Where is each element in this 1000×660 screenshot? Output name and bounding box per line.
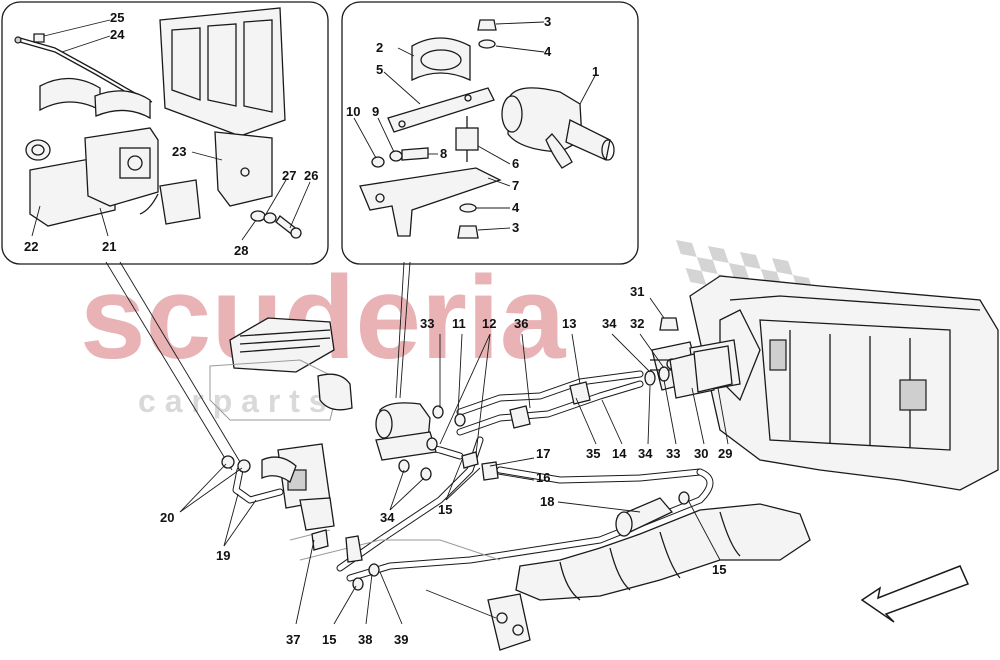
callout-8: 8 [440,146,447,161]
connector-lines [105,261,411,471]
fittings [221,345,733,591]
callout-15-bottom: 15 [322,632,336,647]
callout-1: 1 [592,64,599,79]
callout-38: 38 [358,632,372,647]
inset-right-leaders [353,21,597,231]
callout-4-bottom: 4 [512,200,520,215]
hose-lines [232,370,714,582]
callout-13: 13 [562,316,576,331]
callout-4-top: 4 [544,44,552,59]
callout-11: 11 [452,316,466,331]
callout-25: 25 [110,10,124,25]
callout-24: 24 [110,27,125,42]
callout-5: 5 [376,62,383,77]
inset-right-callouts: 3 2 4 5 1 10 9 8 6 7 4 3 [346,14,599,235]
callout-33-lower: 33 [666,446,680,461]
callout-32: 32 [630,316,644,331]
front-direction-arrow-icon [860,565,970,623]
callout-36: 36 [514,316,528,331]
main-leaders [179,297,729,625]
main-callouts: 31 33 11 12 36 13 34 32 35 14 34 33 30 2… [160,284,732,647]
callout-20: 20 [160,510,174,525]
inset-left-leaders [31,19,311,241]
callout-27: 27 [282,168,296,183]
callout-30: 30 [694,446,708,461]
callout-33-upper: 33 [420,316,434,331]
callout-31: 31 [630,284,644,299]
callout-34-bottom: 34 [380,510,395,525]
callout-35: 35 [586,446,600,461]
callout-34-upper: 34 [602,316,617,331]
callout-6: 6 [512,156,519,171]
callout-39: 39 [394,632,408,647]
callout-23: 23 [172,144,186,159]
exhaust-manifold [289,497,811,651]
inset-frame-right [341,1,639,265]
inset-frame-left [1,1,329,265]
flag-square [740,252,761,269]
inset-left-callouts: 25 24 23 27 26 22 21 28 [24,10,318,258]
flag-square [685,268,707,285]
flag-square [772,258,793,275]
inset-left-parts [14,7,302,239]
callout-15-right: 15 [712,562,726,577]
callout-2: 2 [376,40,383,55]
callout-19: 19 [216,548,230,563]
callout-26: 26 [304,168,318,183]
callout-18: 18 [540,494,554,509]
callout-7: 7 [512,178,519,193]
callout-14: 14 [612,446,627,461]
watermark-tagline: c a r p a r t s [138,383,327,419]
callout-16: 16 [536,470,550,485]
valve-main [261,443,335,531]
callout-3-bottom: 3 [512,220,519,235]
callout-9: 9 [372,104,379,119]
callout-22: 22 [24,239,38,254]
callout-3-top: 3 [544,14,551,29]
callout-34-lower: 34 [638,446,653,461]
watermark-brand: scuderia [80,252,567,384]
callout-29: 29 [718,446,732,461]
callout-17: 17 [536,446,550,461]
callout-28: 28 [234,243,248,258]
inset-right-parts [359,19,615,239]
callout-37: 37 [286,632,300,647]
callout-15-mid: 15 [438,502,452,517]
flag-square [676,240,697,257]
callout-12: 12 [482,316,496,331]
flag-square [696,257,718,274]
air-box [209,317,353,421]
pump-main [375,402,437,461]
flag-square [708,246,729,263]
flag-square [728,263,750,280]
callout-21: 21 [102,239,116,254]
callout-10: 10 [346,104,360,119]
